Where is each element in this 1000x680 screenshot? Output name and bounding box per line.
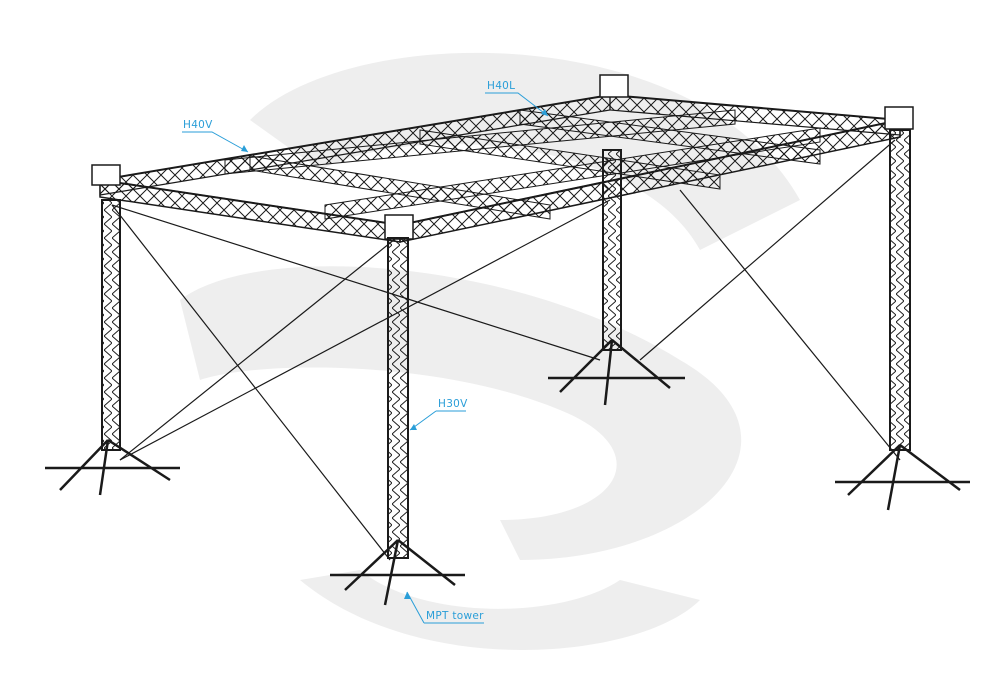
outrigger-bases	[45, 339, 970, 606]
label-h30v: H30V	[409, 398, 468, 431]
label-h40v: H40V	[182, 119, 249, 153]
svg-text:H30V: H30V	[438, 398, 468, 410]
label-mpt-tower: MPT tower	[404, 591, 484, 624]
svg-text:H40V: H40V	[183, 119, 213, 131]
svg-text:MPT tower: MPT tower	[426, 610, 484, 622]
roof-grid	[99, 93, 901, 243]
guy-wires	[111, 139, 901, 561]
svg-text:H40L: H40L	[487, 80, 515, 92]
label-h40l: H40L	[485, 80, 549, 117]
towers	[101, 129, 911, 559]
